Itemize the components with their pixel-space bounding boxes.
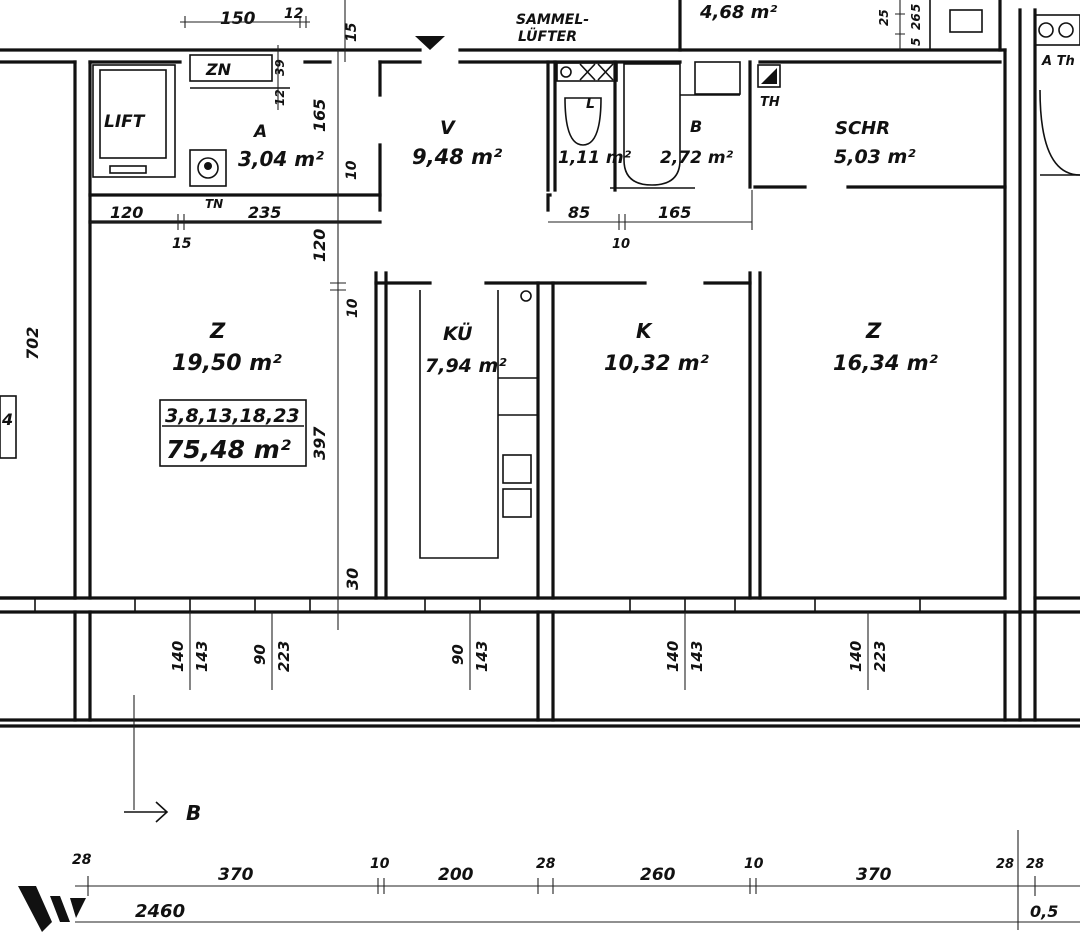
bathtub [610, 63, 695, 189]
stack-26: 26 [909, 13, 923, 30]
summary-line1: 3,8,13,18,23 [165, 405, 300, 427]
logo-mark [18, 886, 86, 932]
room-wc-area: 1,11 m² [558, 148, 632, 168]
lift-label: LIFT [104, 112, 146, 132]
window-dims: 140 143 90 223 90 143 140 143 140 223 [169, 612, 889, 690]
win2-top: 90 [251, 644, 269, 665]
kitchen-counter [419, 290, 538, 559]
dim-235: 235 [248, 203, 281, 222]
walls [0, 0, 1080, 728]
sink-cabinet [680, 61, 741, 96]
room-z1-label: Z [209, 319, 226, 343]
room-schr-label: SCHR [835, 118, 890, 139]
th-label: TH [760, 95, 780, 110]
bottom-dim-370a: 370 [218, 865, 254, 885]
room-wc-label: L [586, 96, 595, 112]
dim-10-a: 10 [344, 160, 360, 180]
zn-box [189, 54, 290, 89]
dim-39: 39 [273, 59, 287, 76]
dim-30: 30 [343, 568, 362, 590]
sammel-label: SAMMEL- [516, 12, 589, 28]
bottom-dim-28d: 28 [1026, 857, 1044, 872]
dim-120-v: 120 [310, 229, 329, 262]
dim-702: 702 [23, 327, 42, 360]
dim-line-row1 [90, 190, 753, 230]
upper-area: 4,68 m² [699, 2, 777, 23]
upper-right-fixtures [949, 9, 1080, 176]
dim-10-v: 10 [345, 298, 361, 318]
room-schr-area: 5,03 m² [834, 146, 916, 168]
room-v-area: 9,48 m² [412, 145, 503, 169]
dim-15: 15 [172, 236, 192, 252]
bottom-dim-260: 260 [640, 865, 676, 885]
bottom-dim-200: 200 [438, 865, 474, 885]
win5-bottom: 223 [871, 641, 889, 672]
right-room-label: A Th [1041, 54, 1075, 69]
lufter-label: LÜFTER [518, 27, 577, 45]
right-stack: 25 5 26 5 [877, 0, 923, 50]
dim-ticks-v [330, 282, 346, 291]
left-edge-number: 4 [1, 410, 13, 429]
dim-10-b: 10 [612, 237, 630, 252]
dim-12-top: 12 [284, 6, 303, 22]
tn-label: TN [205, 197, 223, 211]
dim-165-b: 165 [658, 203, 691, 222]
room-z1-area: 19,50 m² [172, 351, 282, 376]
room-a-area: 3,04 m² [238, 147, 324, 171]
win2-bottom: 223 [275, 641, 293, 672]
room-k-area: 10,32 m² [604, 351, 710, 375]
bottom-total: 2460 [135, 901, 185, 922]
dim-165-a: 165 [310, 99, 329, 132]
bottom-dim-28b: 28 [536, 856, 556, 872]
room-ku-area: 7,94 m² [425, 355, 507, 377]
room-b-label: B [690, 117, 702, 136]
dim-120: 120 [110, 203, 143, 222]
stack-5a: 5 [909, 4, 923, 12]
win4-top: 140 [664, 641, 682, 672]
room-a-label: A [252, 122, 267, 142]
room-b-area: 2,72 m² [660, 148, 734, 168]
th-box [757, 64, 781, 88]
room-z2-label: Z [865, 319, 882, 343]
lift-shaft [92, 64, 176, 178]
tn-fixture [189, 149, 227, 187]
bottom-dim-370b: 370 [856, 865, 892, 885]
zn-label: ZN [205, 60, 232, 79]
summary-box [159, 399, 307, 467]
section-marker [124, 695, 169, 823]
dim-397: 397 [310, 426, 329, 460]
room-k-label: K [636, 319, 653, 343]
win3-bottom: 143 [473, 641, 491, 672]
dim-12-v: 12 [273, 89, 287, 106]
bottom-dim-28c: 28 [996, 857, 1014, 872]
toilet [556, 62, 618, 146]
wall-ticks [34, 598, 921, 612]
summary-line2: 75,48 m² [166, 435, 291, 464]
bottom-dim-28a: 28 [72, 852, 92, 868]
left-edge-box [0, 395, 17, 459]
win5-top: 140 [847, 641, 865, 672]
dim-line-top [180, 16, 310, 28]
room-z2-area: 16,34 m² [833, 351, 939, 375]
win1-bottom: 143 [193, 641, 211, 672]
win4-bottom: 143 [688, 641, 706, 672]
win1-top: 140 [169, 641, 187, 672]
dim-85: 85 [568, 203, 590, 222]
dim-150: 150 [220, 9, 256, 29]
entrance-marker [415, 36, 445, 50]
room-v-label: V [440, 117, 456, 139]
section-marker-label: B [186, 801, 201, 825]
bottom-dim-chain [75, 830, 1080, 930]
bottom-dim-10a: 10 [370, 856, 390, 872]
dim-15-top: 15 [344, 22, 360, 42]
bottom-right: 0,5 [1030, 902, 1058, 921]
win3-top: 90 [449, 644, 467, 665]
stack-5b: 5 [909, 38, 923, 46]
room-ku-label: KÜ [443, 321, 473, 345]
bottom-dim-10b: 10 [744, 856, 764, 872]
stack-25: 25 [877, 9, 891, 26]
